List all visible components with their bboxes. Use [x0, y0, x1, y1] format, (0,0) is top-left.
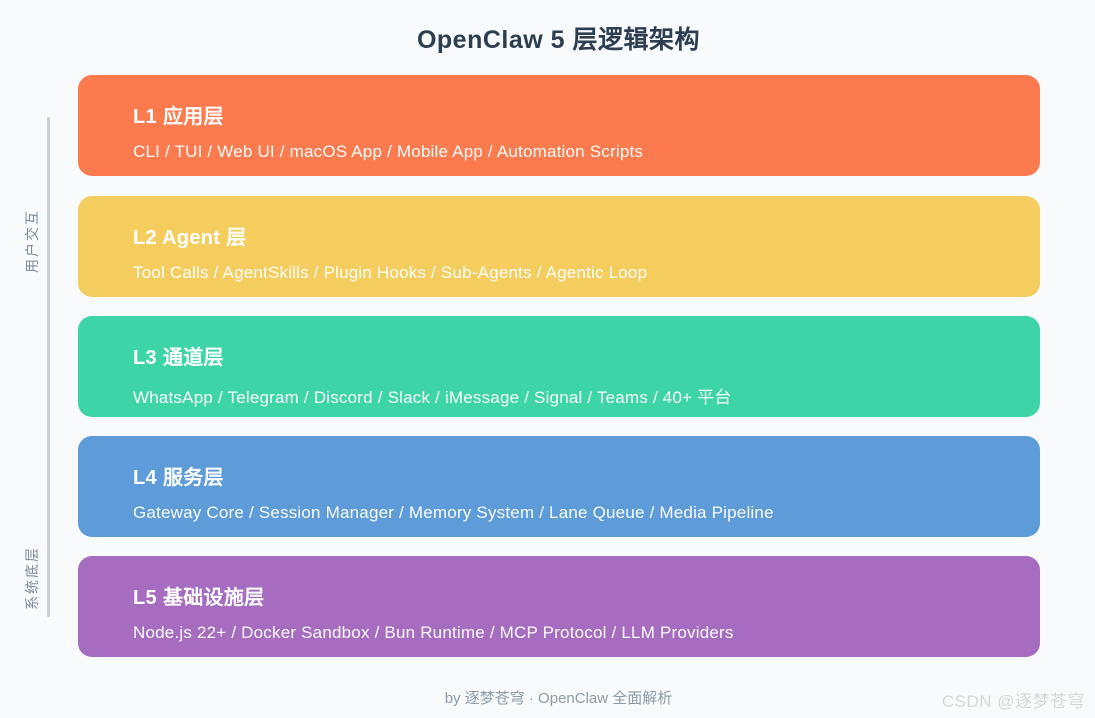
layer-l4-tag: L4	[133, 467, 157, 489]
layer-l4-items: Gateway Core / Session Manager / Memory …	[133, 503, 774, 522]
layer-l1-tag: L1	[133, 106, 157, 128]
side-bracket-line	[47, 117, 50, 617]
footer-credit: by 逐梦苍穹 · OpenClaw 全面解析	[444, 690, 673, 707]
layer-l1-name: 应用层	[162, 106, 224, 128]
layer-l4-name: 服务层	[162, 467, 224, 489]
page-title: OpenClaw 5 层逻辑架构	[416, 26, 701, 54]
layer-l3-tag: L3	[133, 347, 157, 369]
layer-l1-items: CLI / TUI / Web UI / macOS App / Mobile …	[133, 142, 644, 161]
layer-l2-items: Tool Calls / AgentSkills / Plugin Hooks …	[133, 263, 648, 282]
layer-l3-name: 通道层	[162, 347, 224, 369]
layer-l2-name: 层	[226, 227, 247, 249]
layer-l5-name: 基础设施层	[162, 587, 265, 609]
side-label-system-bottom: 系统底层	[24, 546, 40, 610]
side-label-user-interaction: 用户交互	[24, 209, 40, 273]
layer-l2-tag: L2 Agent	[133, 227, 221, 249]
csdn-watermark: CSDN @逐梦苍穹	[941, 692, 1085, 711]
layer-l3-items: WhatsApp / Telegram / Discord / Slack / …	[133, 388, 732, 407]
layer-l5-items: Node.js 22+ / Docker Sandbox / Bun Runti…	[133, 623, 734, 642]
layer-l5-tag: L5	[133, 587, 157, 609]
